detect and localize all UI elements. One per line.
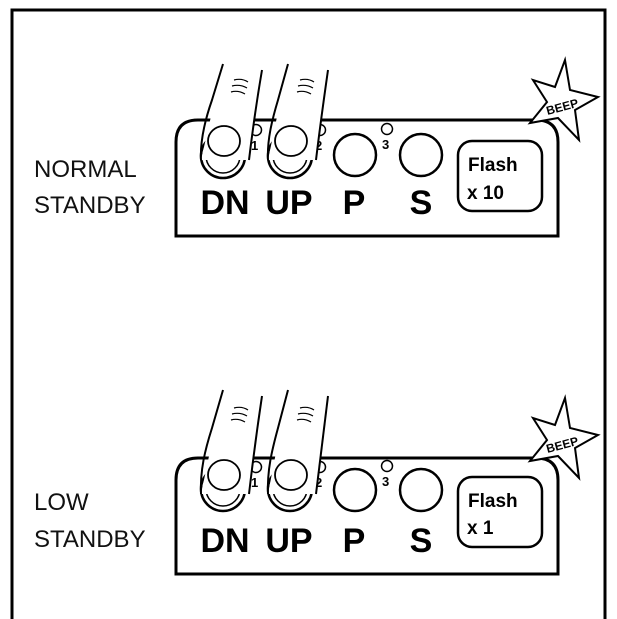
panel-low-standby: LOW STANDBY 1 2 3 DN UP P S Flash x 1 BE… — [34, 389, 601, 576]
flash-indicator-box — [456, 139, 544, 213]
flash-count: x 10 — [467, 183, 504, 204]
flash-label: Flash — [468, 155, 518, 176]
beep-star-icon — [527, 394, 601, 481]
finger-pressing-up-icon — [266, 389, 329, 495]
dn-key-label: DN — [200, 522, 249, 560]
frame-border — [10, 8, 607, 619]
flash-count: x 1 — [467, 518, 494, 539]
flash-label: Flash — [468, 491, 518, 512]
led-3-indicator — [380, 459, 394, 473]
s-button[interactable] — [398, 467, 444, 513]
panel-normal-standby: NORMAL STANDBY 1 2 3 DN UP P S Flash x 1… — [34, 56, 601, 238]
led-2-label: 2 — [315, 475, 322, 490]
up-key-label: UP — [265, 522, 312, 560]
beep-star-icon — [527, 56, 601, 143]
led-1-label: 1 — [251, 475, 258, 490]
finger-pressing-dn-icon — [199, 63, 263, 161]
mode-label-line2: STANDBY — [34, 526, 146, 553]
finger-pressing-dn-icon — [199, 389, 263, 495]
p-key-label: P — [343, 522, 366, 560]
mode-label-line2: STANDBY — [34, 192, 146, 219]
s-button[interactable] — [398, 132, 444, 178]
up-key-label: UP — [265, 184, 312, 222]
mode-label-line1: NORMAL — [34, 156, 137, 183]
flash-indicator-box — [456, 475, 544, 549]
led-3-indicator — [380, 122, 394, 136]
led-3-label: 3 — [382, 137, 389, 152]
s-key-label: S — [410, 184, 433, 222]
p-button[interactable] — [332, 467, 378, 513]
led-3-label: 3 — [382, 474, 389, 489]
finger-pressing-up-icon — [266, 63, 329, 161]
p-button[interactable] — [332, 132, 378, 178]
dn-key-label: DN — [200, 184, 249, 222]
mode-label-line1: LOW — [34, 489, 89, 516]
s-key-label: S — [410, 522, 433, 560]
led-1-label: 1 — [251, 138, 258, 153]
p-key-label: P — [343, 184, 366, 222]
